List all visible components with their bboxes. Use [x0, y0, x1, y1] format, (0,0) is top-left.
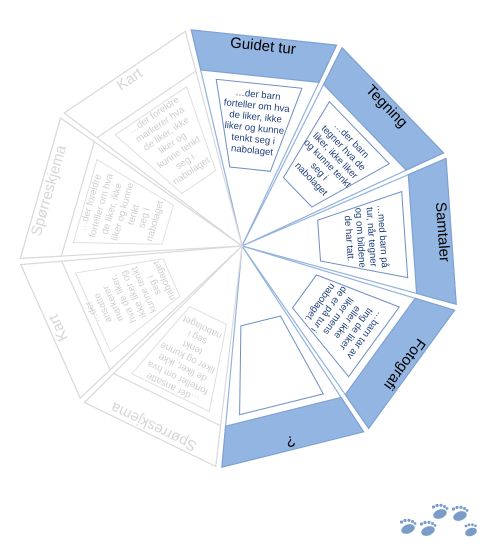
- segment-kart-bottom[interactable]: Kart…deransattemarkererhva de liker,ikke…: [19, 245, 244, 400]
- segment-description: …der barnforteller om hvade liker, ikkel…: [219, 86, 292, 160]
- segment-description: …deransattemarkererhva de liker,ikke lik…: [78, 255, 180, 338]
- description-line: tenkt seg i: [231, 132, 276, 148]
- segment-description: …der foreldreforteller om hvade liker, i…: [76, 169, 170, 255]
- segment-question[interactable]: ?: [221, 244, 365, 468]
- segment-title: Samtaler: [432, 201, 453, 262]
- description-line: …med barn på: [375, 204, 390, 269]
- segment-description-box: [114, 85, 217, 195]
- segment-title-band: [19, 117, 95, 260]
- segment-title-band: [190, 29, 338, 83]
- segment-samtaler[interactable]: Samtaler …med barn påtur, når tegnerog om…: [240, 157, 457, 306]
- description-line: tur, når tegner: [364, 207, 379, 268]
- segment-description-box: [317, 190, 409, 279]
- segment-description-box: [74, 258, 181, 353]
- footprints-icon: [399, 503, 477, 537]
- segment-description-box: [130, 305, 228, 413]
- segment-title-band: [344, 297, 456, 430]
- segment-description-box: [239, 315, 325, 416]
- description-line: og om bildene: [352, 207, 367, 268]
- description-line: …der barn: [235, 87, 281, 103]
- segment-tegning[interactable]: Tegning…der barntegner hva deliker, ikke…: [240, 46, 445, 248]
- segment-title-band: [83, 372, 222, 468]
- segment-title-band: [322, 46, 445, 171]
- segment-description: …der foreldremarkerer hvade liker, ikkel…: [127, 94, 219, 192]
- segment-description-box: [72, 158, 174, 245]
- segment-guidet-tur[interactable]: Guidet tur …der barnforteller om hvade li…: [190, 29, 338, 248]
- segment-title: Guidet tur: [229, 34, 296, 58]
- segment-sporreskjema-left[interactable]: Spørreskjema…der foreldreforteller om hv…: [19, 117, 244, 260]
- segment-fotografi[interactable]: Fotografi…barn tar avting de likereller …: [240, 244, 456, 430]
- description-line: nabolaget: [230, 143, 273, 158]
- segment-description: …med barn påtur, når tegnerog om bildene…: [341, 204, 390, 271]
- segment-description-box: [291, 274, 401, 378]
- description-line: de har tatt.: [342, 215, 356, 262]
- segment-title-band: [19, 260, 111, 400]
- description-line: seg i: [136, 207, 152, 230]
- segment-title-band: [221, 396, 365, 468]
- segment-title-band: [407, 157, 457, 306]
- segment-title-band: [63, 30, 197, 139]
- segment-title: ?: [284, 432, 296, 451]
- segment-description-box: [215, 78, 303, 172]
- segment-kart-top[interactable]: Kart…der foreldremarkerer hvade liker, i…: [63, 30, 244, 248]
- segment-description-box: [282, 100, 391, 208]
- description-line: de liker, ikke: [229, 109, 283, 125]
